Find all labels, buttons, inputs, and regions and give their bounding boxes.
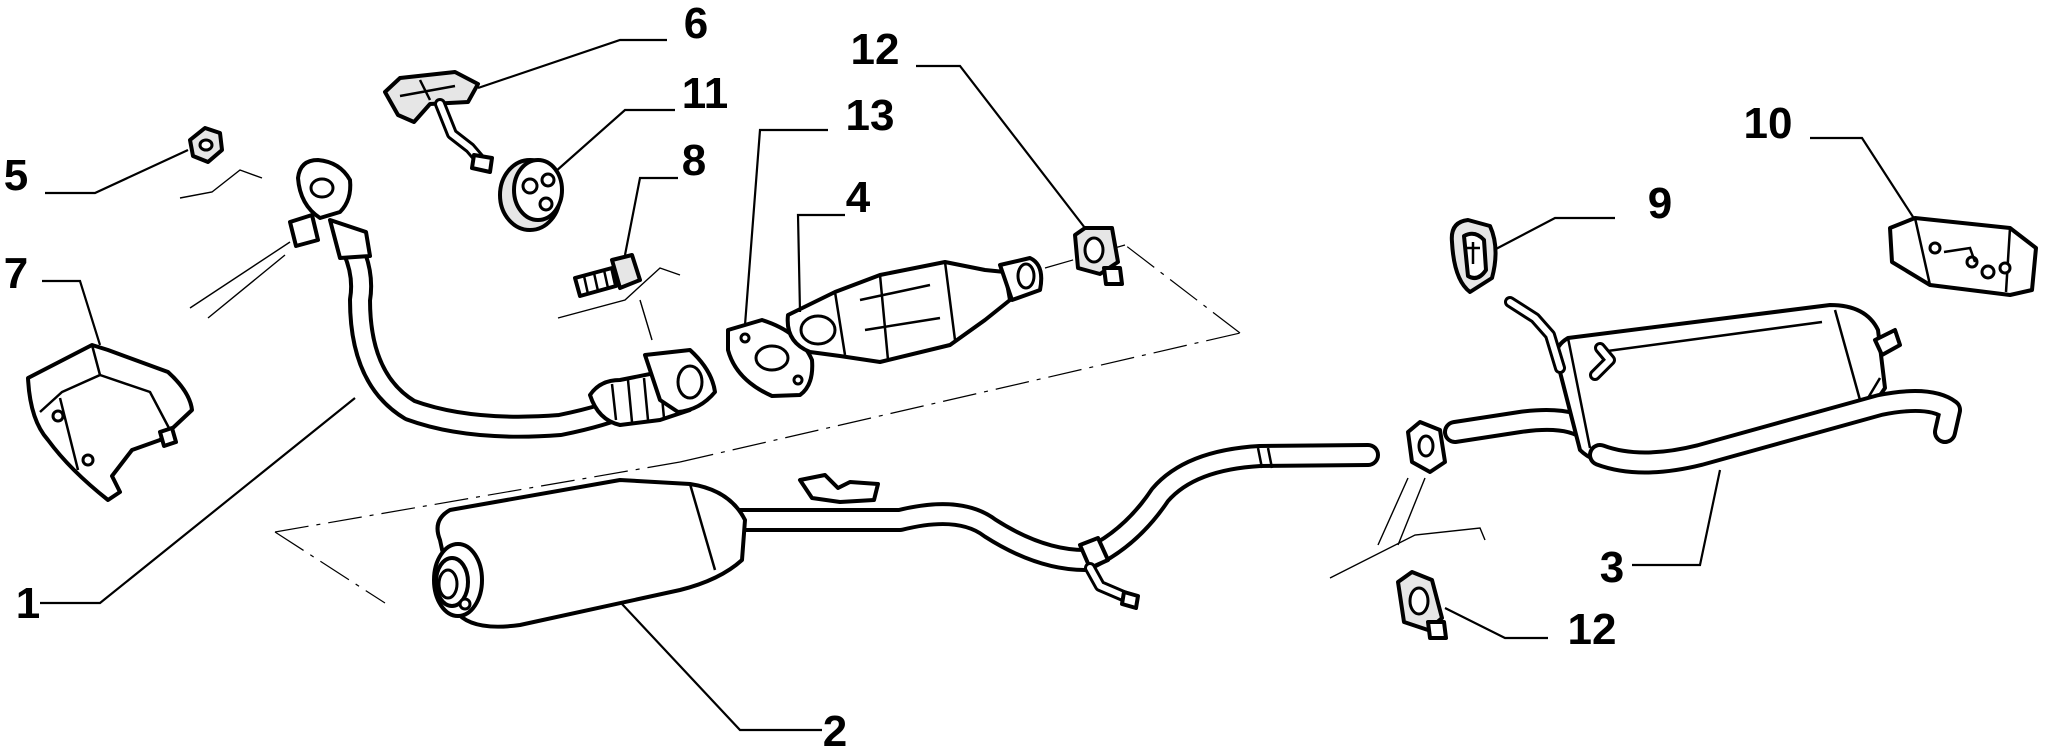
- rubber-mount-round: [498, 158, 564, 232]
- callout-2: 2: [823, 707, 847, 748]
- callout-5: 5: [4, 151, 28, 200]
- nut: [188, 126, 224, 164]
- hanger-bracket: [383, 70, 494, 174]
- callout-10: 10: [1744, 99, 1793, 148]
- rubber-hanger-top: [1073, 226, 1124, 286]
- rear-pipe-flange-clamp: [1406, 420, 1447, 474]
- callout-12-top: 12: [851, 25, 900, 74]
- rear-heat-shield-pad: [1888, 216, 2038, 297]
- callout-12-bottom: 12: [1568, 605, 1617, 654]
- intermediate-pipe-with-silencer: [432, 443, 1380, 629]
- callout-numbers: 1 2 3 4 5 6 7 8 9 10 11 12 12 13: [4, 0, 1793, 748]
- bolt: [573, 253, 642, 298]
- callout-11: 11: [682, 69, 729, 118]
- assembly-reference-lines: [274, 244, 1486, 604]
- callout-8: 8: [682, 136, 706, 185]
- callout-4: 4: [846, 173, 871, 222]
- callout-6: 6: [684, 0, 708, 48]
- rubber-hanger-bottom: [1396, 570, 1448, 640]
- callout-7: 7: [4, 249, 28, 298]
- leader-lines: [40, 38, 1916, 732]
- callout-9: 9: [1648, 179, 1672, 228]
- callout-1: 1: [16, 579, 40, 628]
- rear-silencer: [1443, 303, 1962, 475]
- front-exhaust-pipe: [288, 158, 717, 439]
- callout-13: 13: [846, 91, 895, 140]
- heat-shield-bracket: [26, 343, 194, 502]
- rubber-mount-rear: [1449, 218, 1566, 374]
- callout-3: 3: [1600, 543, 1624, 592]
- catalytic-converter: [785, 256, 1044, 364]
